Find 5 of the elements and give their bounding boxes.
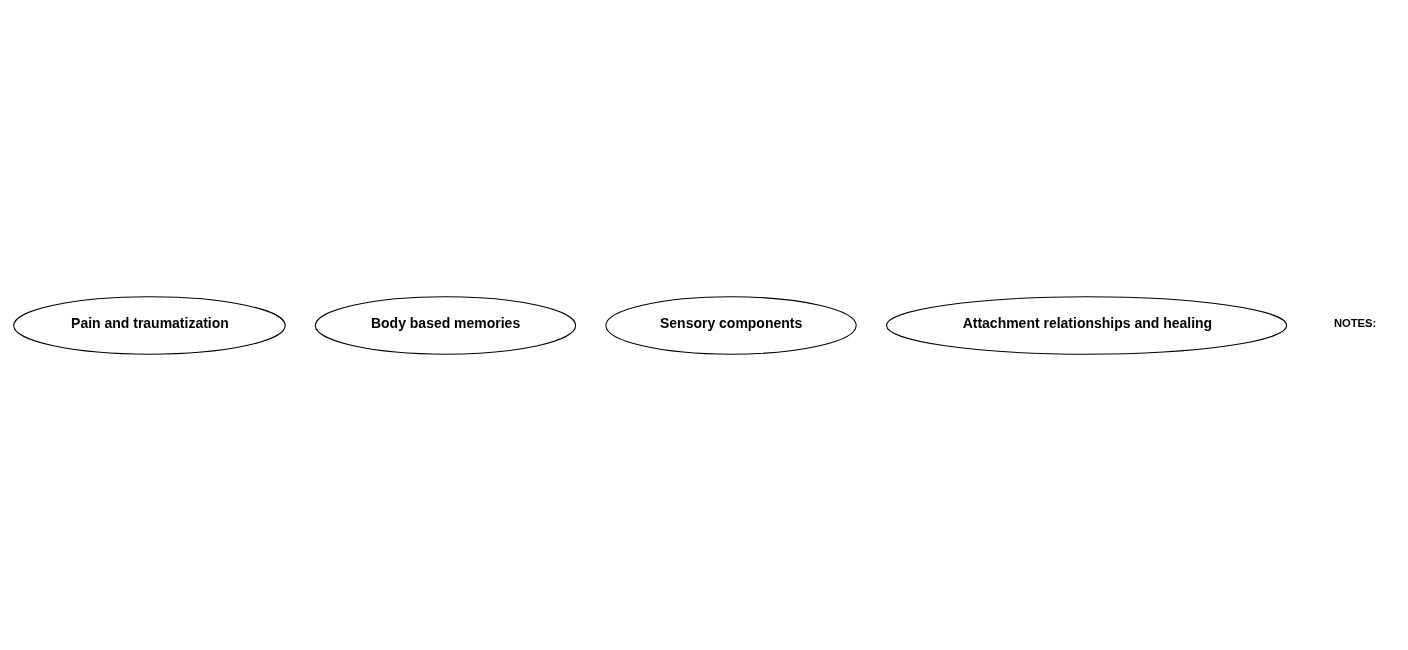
label: NOTES: [1333,316,1377,329]
node-ellipse: Sensory components [605,295,857,355]
node-ellipse: Body based memories [314,295,577,355]
node-ellipse: Attachment relationships and healing [886,295,1288,355]
node-ellipse: Pain and traumatization [13,295,286,355]
